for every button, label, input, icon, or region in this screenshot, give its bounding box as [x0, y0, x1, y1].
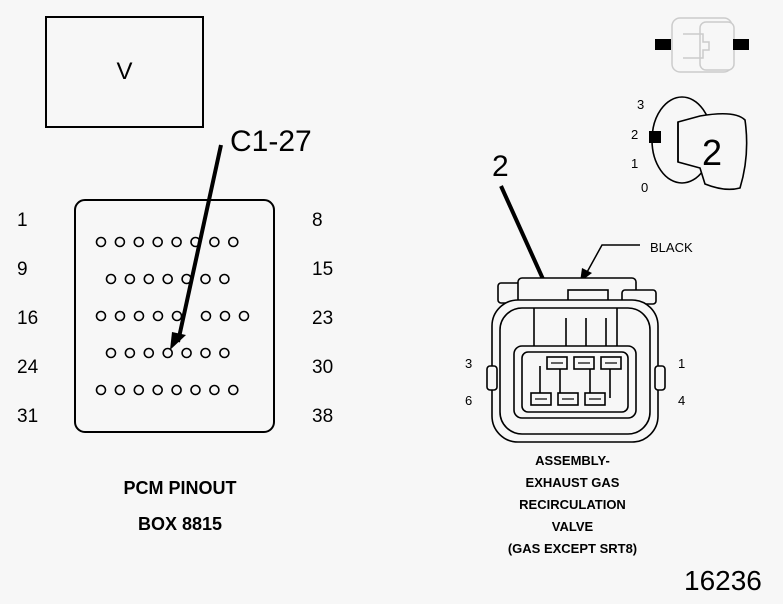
pcm-pin-grid	[95, 236, 250, 396]
pcm-pin	[95, 236, 107, 248]
pcm-pin	[200, 310, 212, 322]
pcm-pin	[152, 384, 163, 396]
black-wire-label: BLACK	[650, 240, 693, 255]
ignition-position-marker	[649, 131, 661, 143]
pcm-row-label-left: 1	[17, 210, 28, 231]
pcm-pin	[105, 347, 117, 359]
egr-terminal-slots	[535, 362, 617, 400]
egr-pin-label: 4	[678, 393, 686, 408]
pcm-row-label-right: 23	[312, 308, 334, 329]
pcm-title: PCM PINOUT	[123, 478, 237, 498]
egr-caption: ASSEMBLY- EXHAUST GAS RECIRCULATION VALV…	[475, 450, 670, 560]
pcm-pin	[162, 273, 173, 285]
pcm-pin	[105, 273, 117, 285]
pcm-row-label-right: 15	[312, 259, 334, 280]
pcm-pin	[200, 347, 211, 359]
pcm-pin	[171, 384, 182, 396]
pcm-row-label-right: 38	[312, 406, 334, 427]
egr-caption-line: VALVE	[551, 519, 594, 534]
pcm-row-label-right: 30	[312, 357, 334, 378]
pcm-pin	[238, 310, 250, 322]
egr-pin-label: 6	[465, 393, 473, 408]
pcm-box-label: BOX 8815	[137, 514, 223, 534]
c1-27-arrow-head	[170, 332, 186, 350]
pcm-pin	[133, 236, 145, 248]
pcm-pin	[219, 347, 230, 359]
egr-caption-line: RECIRCULATION	[519, 497, 626, 512]
figure-number: 16236	[684, 565, 762, 596]
pcm-pin	[114, 310, 126, 322]
pcm-pin	[209, 236, 220, 248]
pcm-connector-body	[74, 199, 275, 433]
lock-icon-right-tab	[733, 39, 749, 50]
pcm-pin	[95, 384, 107, 396]
pcm-pin	[143, 347, 155, 359]
pcm-pin	[133, 310, 145, 322]
pcm-pin	[209, 384, 220, 396]
pcm-row-label-right: 8	[312, 210, 323, 231]
view-box-label: V	[116, 58, 133, 85]
pcm-pin	[219, 273, 230, 285]
pcm-pin	[152, 236, 163, 248]
pcm-pin	[171, 310, 183, 322]
pcm-pin	[228, 384, 239, 396]
pcm-pin	[200, 273, 211, 285]
pcm-pin	[133, 384, 145, 396]
ignition-switch-icon	[651, 96, 748, 191]
pcm-row-label-left: 24	[17, 357, 39, 378]
ignition-position-label: 2	[631, 127, 639, 142]
lock-connector-icon	[671, 17, 735, 73]
egr-pin-label: 1	[678, 356, 686, 371]
ignition-position-label: 1	[631, 156, 639, 171]
egr-connector	[486, 277, 666, 443]
pcm-callout-label: C1-27	[230, 125, 312, 158]
pcm-pin	[124, 347, 136, 359]
view-box: V	[45, 16, 204, 128]
pcm-row-label-left: 16	[17, 308, 39, 329]
pcm-pin	[152, 310, 164, 322]
egr-caption-line: (GAS EXCEPT SRT8)	[507, 541, 638, 556]
pcm-pin	[171, 236, 182, 248]
egr-caption-line: ASSEMBLY-	[535, 453, 610, 468]
lock-icon-left-tab	[655, 39, 671, 50]
pcm-pin	[95, 310, 107, 322]
black-wire-leader	[585, 244, 640, 275]
pcm-pin	[181, 347, 192, 359]
pcm-pin	[219, 310, 231, 322]
c1-27-arrow-line	[176, 144, 223, 343]
pcm-pin	[114, 236, 126, 248]
pcm-row-label-left: 31	[17, 406, 39, 427]
ignition-callout-label: 2	[702, 132, 723, 173]
egr-callout-label: 2	[492, 150, 509, 183]
pcm-pin	[162, 347, 173, 359]
pcm-pin	[190, 384, 201, 396]
pcm-pin	[114, 384, 126, 396]
egr-caption-line: EXHAUST GAS	[525, 475, 620, 490]
pcm-pin	[143, 273, 155, 285]
pcm-pin	[228, 236, 239, 248]
pcm-row-label-left: 9	[17, 259, 28, 280]
egr-pin-label: 3	[465, 356, 473, 371]
ignition-position-label: 0	[641, 180, 649, 195]
pcm-pin	[124, 273, 136, 285]
ignition-position-label: 3	[637, 97, 645, 112]
